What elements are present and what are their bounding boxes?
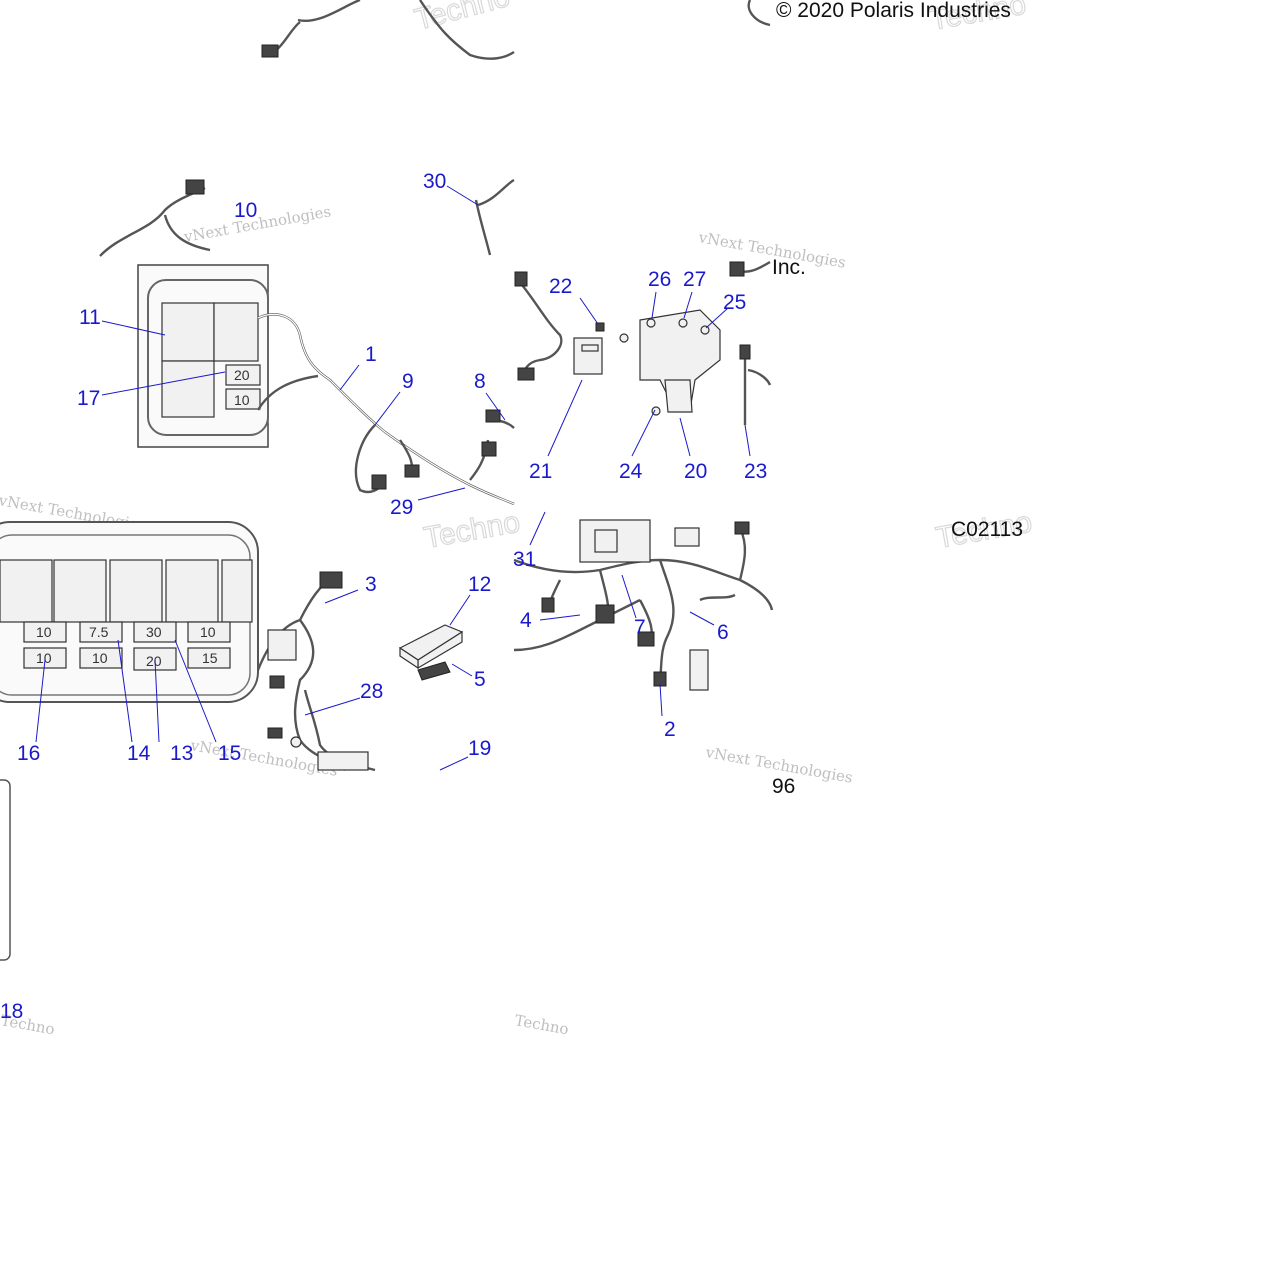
fuse-row1-1: 10 bbox=[36, 624, 52, 640]
callout-3[interactable]: 3 bbox=[365, 573, 377, 596]
watermark-company-7: Techno bbox=[513, 1011, 570, 1038]
watermarks: Techno Techno Techno Techno vNext Techno… bbox=[0, 0, 1035, 1038]
callout-7[interactable]: 7 bbox=[634, 616, 646, 639]
harness-10-fragment bbox=[99, 179, 211, 257]
inc-fragment: Inc. bbox=[772, 256, 806, 279]
fuse-row2-3: 20 bbox=[146, 653, 162, 669]
watermark-techno-3: Techno bbox=[421, 506, 522, 555]
callout-10[interactable]: 10 bbox=[234, 199, 257, 222]
small-fuse-10: 10 bbox=[234, 392, 250, 408]
fuse-box-small: 20 10 bbox=[137, 264, 269, 448]
callout-27[interactable]: 27 bbox=[683, 268, 706, 291]
fuse-row2-1: 10 bbox=[36, 650, 52, 666]
callout-4[interactable]: 4 bbox=[520, 609, 532, 632]
callout-19[interactable]: 19 bbox=[468, 737, 491, 760]
callout-2[interactable]: 2 bbox=[664, 718, 676, 741]
callout-29[interactable]: 29 bbox=[390, 496, 413, 519]
callout-17[interactable]: 17 bbox=[77, 387, 100, 410]
harness-30-fragment bbox=[474, 178, 515, 256]
label-5 bbox=[417, 661, 451, 681]
callout-24[interactable]: 24 bbox=[619, 460, 643, 483]
sub-harness-3 bbox=[256, 571, 376, 772]
drawing-code: C02113 bbox=[951, 518, 1023, 541]
callout-8[interactable]: 8 bbox=[474, 370, 486, 393]
callout-6[interactable]: 6 bbox=[717, 621, 729, 644]
callout-11[interactable]: 11 bbox=[79, 306, 101, 329]
callout-23[interactable]: 23 bbox=[744, 460, 767, 483]
fuse-row1-3: 30 bbox=[146, 624, 162, 640]
fuse-row2-2: 10 bbox=[92, 650, 108, 666]
callouts: 1 2 3 4 5 6 7 8 9 10 11 12 13 14 15 16 1… bbox=[0, 170, 767, 1023]
callout-28[interactable]: 28 bbox=[360, 680, 383, 703]
callout-31[interactable]: 31 bbox=[513, 548, 536, 571]
watermark-techno-1: Techno bbox=[411, 0, 513, 37]
callout-13[interactable]: 13 bbox=[170, 742, 193, 765]
fuse-row1-2: 7.5 bbox=[89, 624, 109, 640]
watermark-company-3: vNext Technologies bbox=[188, 736, 339, 780]
callout-16[interactable]: 16 bbox=[17, 742, 40, 765]
callout-22[interactable]: 22 bbox=[549, 275, 572, 298]
fuse-box-large: 10 7.5 30 10 10 10 20 15 bbox=[0, 521, 259, 703]
callout-18[interactable]: 18 bbox=[0, 1000, 23, 1023]
left-bottom-fragment bbox=[0, 779, 11, 961]
page-number-fragment: 96 bbox=[772, 775, 795, 798]
callout-25[interactable]: 25 bbox=[723, 291, 746, 314]
bracket-assembly bbox=[514, 260, 772, 425]
callout-12[interactable]: 12 bbox=[468, 573, 491, 596]
callout-1[interactable]: 1 bbox=[365, 343, 377, 366]
harness-right-lower bbox=[513, 519, 774, 691]
callout-15[interactable]: 15 bbox=[218, 742, 241, 765]
module-12 bbox=[398, 624, 464, 670]
main-harness bbox=[256, 313, 515, 506]
callout-30[interactable]: 30 bbox=[423, 170, 446, 193]
callout-14[interactable]: 14 bbox=[127, 742, 151, 765]
callout-20[interactable]: 20 bbox=[684, 460, 707, 483]
fuse-row2-4: 15 bbox=[202, 650, 218, 666]
callout-21[interactable]: 21 bbox=[529, 460, 552, 483]
top-harness-fragment bbox=[261, 0, 771, 60]
leader-lines bbox=[35, 185, 751, 771]
small-fuse-20: 20 bbox=[234, 367, 250, 383]
callout-5[interactable]: 5 bbox=[474, 668, 486, 691]
copyright-text: © 2020 Polaris Industries bbox=[776, 0, 1011, 22]
callout-9[interactable]: 9 bbox=[402, 370, 414, 393]
callout-26[interactable]: 26 bbox=[648, 268, 671, 291]
fuse-row1-4: 10 bbox=[200, 624, 216, 640]
